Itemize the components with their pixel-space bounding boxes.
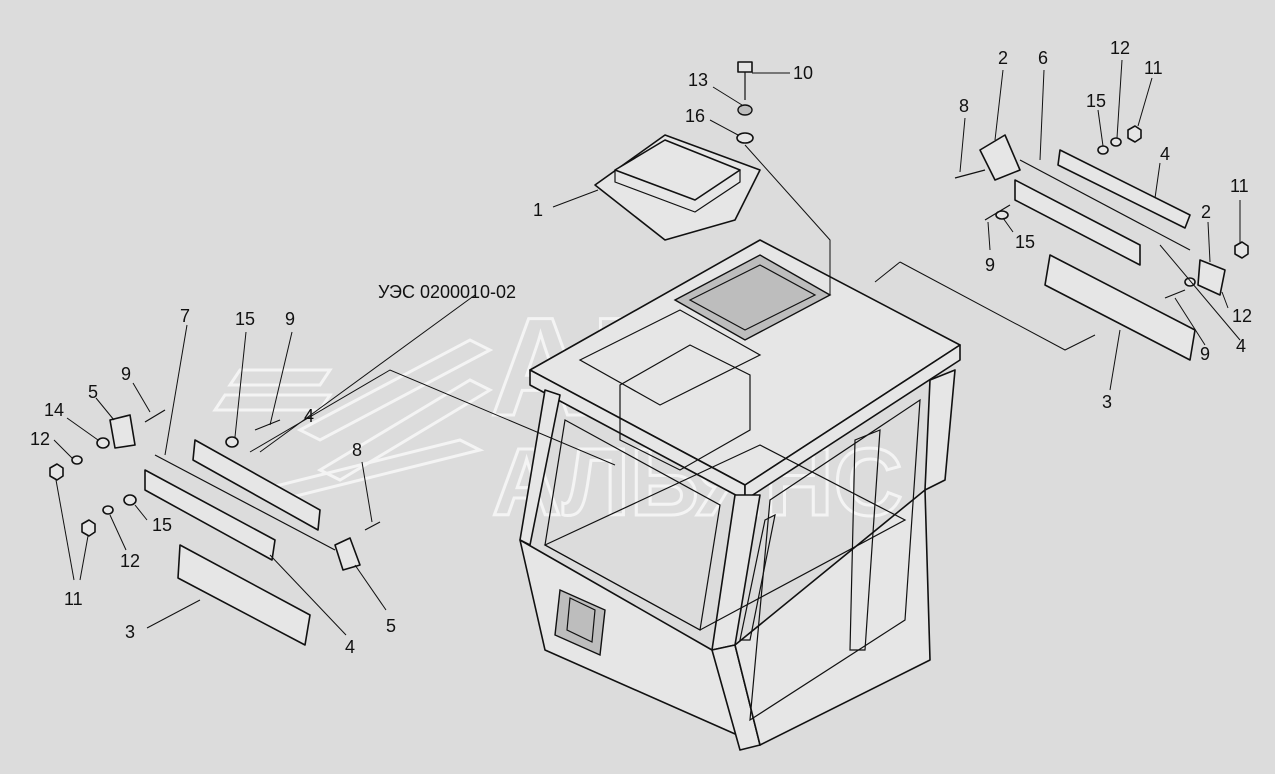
callout-12: 12 [120,551,140,571]
right-strip-upper [1057,149,1191,229]
screw-head [737,61,753,73]
callout-15: 15 [1086,91,1106,111]
callout-16: 16 [685,106,705,126]
lower-side-panel [734,489,931,746]
callout-2: 2 [998,48,1008,68]
left-hinge-upper [109,414,136,449]
hatch-fasteners [736,61,831,295]
nut-11b [1234,241,1249,259]
washer-16 [736,132,754,144]
assembly-designation: УЭС 0200010-02 [378,282,516,302]
callout-6: 6 [1038,48,1048,68]
rear-pillar-right [924,369,956,491]
callout-15: 15 [235,309,255,329]
callout-12: 12 [1110,38,1130,58]
right-hinge-lower [1197,259,1226,296]
left-hinge-lower [334,537,361,571]
roof-recess [578,309,762,406]
side-window [749,398,921,722]
left-strip-lower [144,469,276,561]
callout-4: 4 [1236,336,1246,356]
callout-11: 11 [1230,176,1249,196]
callout-15: 15 [1015,232,1035,252]
nut-11a [1127,125,1142,143]
callout-14: 14 [44,400,64,420]
nut-11c [49,463,64,481]
callout-9: 9 [1200,344,1210,364]
nut-11d [81,519,96,537]
washer-13 [737,104,753,116]
callouts: 10 13 16 1 2 6 12 11 8 15 4 15 9 11 2 12… [30,38,1252,657]
callout-2: 2 [1201,202,1211,222]
left-hinge-group [49,294,616,646]
left-glass-pad [177,544,311,646]
right-hinge-upper [979,134,1021,181]
callout-13: 13 [688,70,708,90]
left-strip-upper [192,439,321,531]
cab-frame [519,239,961,751]
callout-5: 5 [386,616,396,636]
callout-3: 3 [125,622,135,642]
callout-12: 12 [1232,306,1252,326]
callout-9: 9 [985,255,995,275]
callout-4: 4 [304,406,314,426]
callout-4: 4 [345,637,355,657]
callout-11: 11 [64,589,83,609]
callout-8: 8 [959,96,969,116]
callout-10: 10 [793,63,813,83]
callout-1: 1 [533,200,543,220]
callout-15: 15 [152,515,172,535]
right-hinge-group [874,125,1249,361]
callout-11: 11 [1144,58,1163,78]
right-glass-pad [1044,254,1196,361]
callout-4: 4 [1160,144,1170,164]
callout-5: 5 [88,382,98,402]
hatch-cover [594,134,761,241]
right-strip-lower [1014,179,1141,266]
callout-9: 9 [285,309,295,329]
callout-8: 8 [352,440,362,460]
callout-3: 3 [1102,392,1112,412]
callout-7: 7 [180,306,190,326]
leader-lines [53,59,1241,636]
callout-12: 12 [30,429,50,449]
callout-9: 9 [121,364,131,384]
